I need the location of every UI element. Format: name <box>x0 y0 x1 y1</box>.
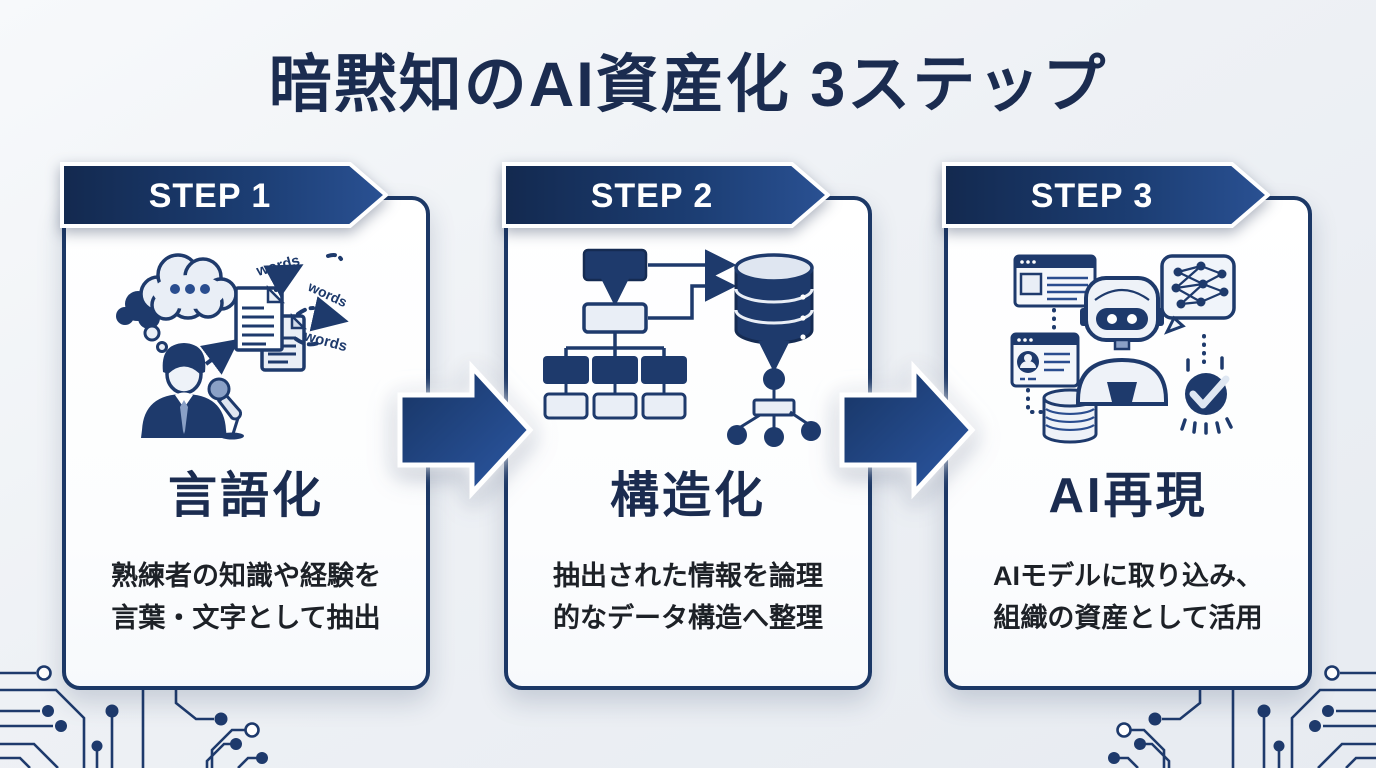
step-1-card: words words words 言語化 熟練者の知識や経験を 言葉・文字とし… <box>62 196 430 690</box>
thought-cloud-icon <box>139 253 238 353</box>
microphone-icon <box>207 377 244 440</box>
verbalization-illustration: words words words <box>116 252 350 440</box>
check-circle-icon <box>1180 356 1233 435</box>
step-3-card: AI再現 AIモデルに取り込み、 組織の資産として活用 <box>944 196 1312 690</box>
database-icon <box>734 253 814 345</box>
flow-connectors <box>648 249 737 320</box>
words-label: words <box>301 327 349 355</box>
documents-icon <box>234 284 308 372</box>
node-tree-icon <box>727 368 821 447</box>
step-3-banner-label: STEP 3 <box>1031 177 1154 215</box>
step2-to-step3-arrow-icon <box>838 355 978 505</box>
step-2-banner-label: STEP 2 <box>591 177 714 215</box>
flowchart-icon <box>543 248 687 420</box>
step-1-banner: STEP 1 <box>60 162 388 228</box>
desc-line: 的なデータ構造へ整理 <box>553 602 823 633</box>
step-1-title: 言語化 <box>167 469 324 523</box>
small-database-icon <box>1042 388 1098 444</box>
dotted-connectors <box>1026 308 1056 414</box>
step-1-description: 熟練者の知識や経験を 言葉・文字として抽出 <box>66 556 426 640</box>
desc-line: 組織の資産として活用 <box>993 602 1263 633</box>
banner-pennant <box>942 162 1270 228</box>
step-2-description: 抽出された情報を論理 的なデータ構造へ整理 <box>508 556 868 640</box>
step1-to-step2-arrow-icon <box>396 355 536 505</box>
step-2-card: 構造化 抽出された情報を論理 的なデータ構造へ整理 <box>504 196 872 690</box>
step-2-title: 構造化 <box>609 469 766 523</box>
banner-pennant <box>502 162 830 228</box>
robot-icon <box>1076 276 1168 406</box>
desc-line: AIモデルに取り込み、 <box>993 561 1263 591</box>
words-label: words <box>254 252 302 280</box>
browser-window-icon <box>1013 254 1097 308</box>
step-2-banner: STEP 2 <box>502 162 830 228</box>
banner-pennant <box>60 162 388 228</box>
motion-arrows <box>263 253 349 347</box>
structuring-illustration <box>543 248 821 447</box>
step-3-banner: STEP 3 <box>942 162 1270 228</box>
step-3-description: AIモデルに取り込み、 組織の資産として活用 <box>948 556 1308 640</box>
neural-network-bubble-icon <box>1160 254 1236 335</box>
expert-person-icon <box>141 343 227 438</box>
desc-line: 言葉・文字として抽出 <box>111 602 381 633</box>
words-label: words <box>305 278 350 310</box>
step-3-title: AI再現 <box>1048 469 1208 523</box>
circuit-decoration <box>0 623 1376 768</box>
circuit-left-icon <box>0 665 268 768</box>
page-title: 暗黙知のAI資産化 3ステップ <box>268 50 1108 120</box>
extract-arrow <box>200 338 240 375</box>
step-1-banner-label: STEP 1 <box>149 177 272 215</box>
profile-window-icon <box>1010 332 1080 388</box>
desc-line: 熟練者の知識や経験を <box>111 561 381 591</box>
ai-reproduction-illustration <box>1010 254 1236 444</box>
desc-line: 抽出された情報を論理 <box>553 561 823 591</box>
